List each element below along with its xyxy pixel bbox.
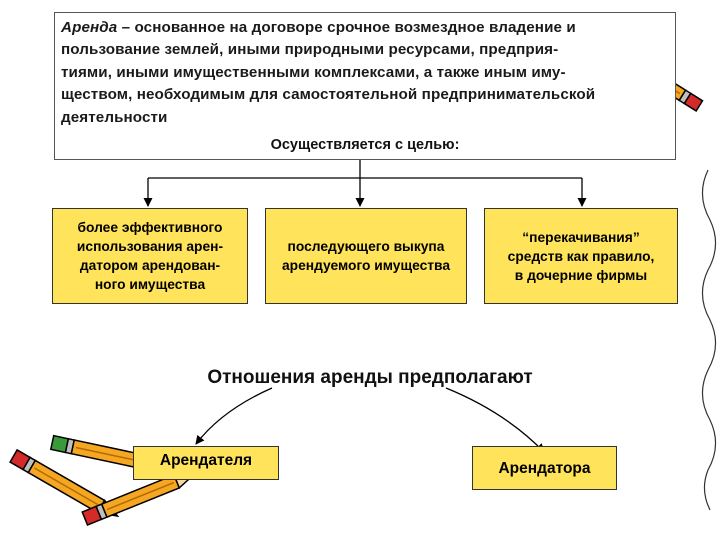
purpose-label: Осуществляется с целью: xyxy=(270,137,460,153)
pencil-icon xyxy=(81,473,197,526)
definition-box: Аренда – основанное на договоре срочное … xyxy=(54,12,676,160)
goal-box-buyout: последующего выкупа арендуемого имуществ… xyxy=(265,208,467,304)
definition-term: Аренда xyxy=(61,19,118,36)
definition-body: – основанное на договоре срочное возмезд… xyxy=(61,19,596,126)
party-box-lessor: Арендателя xyxy=(133,446,279,480)
goal-connectors xyxy=(143,160,587,207)
squiggle-decoration xyxy=(701,169,717,511)
relations-title: Отношения аренды предполагают xyxy=(207,367,533,388)
party-box-lessee: Арендатора xyxy=(472,446,617,490)
party-connectors xyxy=(195,387,545,453)
goal-box-funds-transfer: “перекачивания” средств как правило, в д… xyxy=(484,208,678,304)
definition-text: Аренда – основанное на договоре срочное … xyxy=(61,17,661,129)
goal-box-efficient-use: более эффективного использования арен- д… xyxy=(52,208,248,304)
